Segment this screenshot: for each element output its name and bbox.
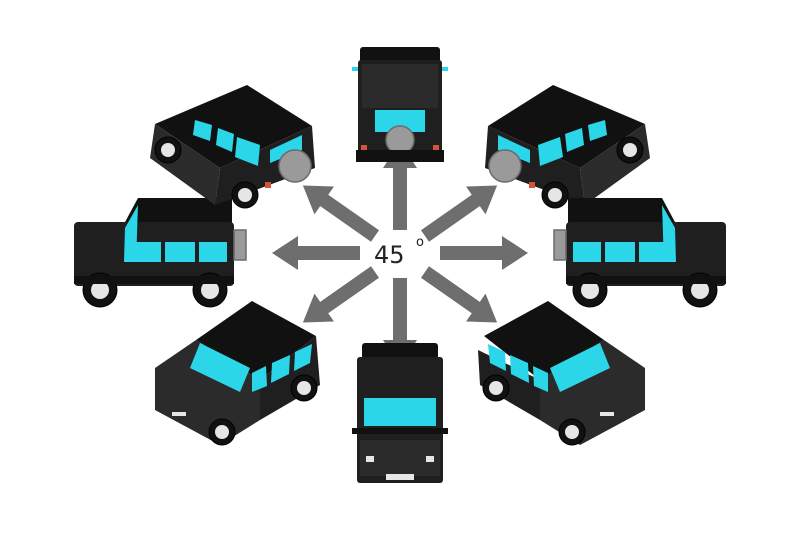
suv-right-side-view	[553, 198, 726, 308]
angle-value: 45	[374, 241, 405, 269]
suv-front-left-view	[155, 301, 320, 446]
suv-front-view	[352, 343, 448, 483]
arrow-right	[440, 236, 528, 270]
rear-window	[375, 110, 425, 132]
arrow-up-left	[293, 171, 385, 250]
suv-rear-right-view	[485, 85, 650, 209]
arrow-left	[272, 236, 360, 270]
arrow-down-left	[293, 258, 385, 337]
windshield	[364, 398, 436, 426]
arrow-up-right	[415, 171, 507, 250]
angle-label-group: 45 o	[374, 235, 424, 269]
degree-symbol: o	[416, 235, 424, 250]
arrow-down-right	[415, 258, 507, 337]
suv-front-right-view	[478, 301, 645, 446]
suv-rear-view	[352, 47, 448, 162]
suv-rear-left-view	[150, 85, 315, 209]
suv-left-side-view	[74, 198, 247, 308]
spare-tire	[385, 125, 415, 155]
